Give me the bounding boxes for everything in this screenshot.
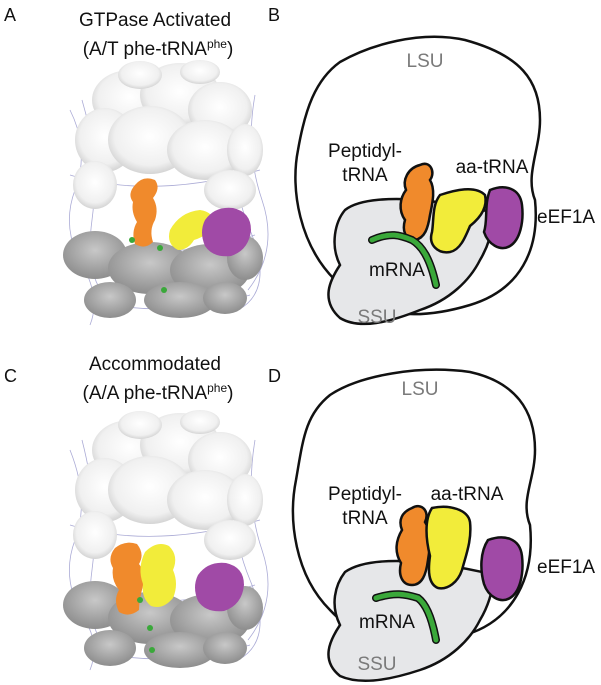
panel-b-eef1a-shape [482,186,524,250]
panel-d-mrna-label: mRNA [359,612,415,633]
panel-a: A GTPase Activated (A/T phe-tRNAphe) [4,5,269,326]
panel-d-aa-trna-shape [425,505,472,590]
panel-c-title-line2: (A/A phe-tRNAphe) [83,381,234,404]
panel-d: D LSU SSU Peptidyl- tRNA aa-tRNA eEF1A m… [268,366,595,682]
panel-b-mrna-strand [369,232,439,288]
panel-c-aa-trna-density [140,544,176,607]
panel-d-lsu-label: LSU [402,379,439,400]
panel-d-ssu-label: SSU [357,654,396,675]
panel-d-eef1a-shape [480,536,524,602]
panel-d-peptidyl-label-line1: Peptidyl- [328,484,402,505]
panel-b-peptidyl-label-line2: tRNA [342,165,388,186]
panel-a-ribosome-structure [63,60,269,326]
panel-b-letter: B [268,5,280,25]
panel-c-ribosome-structure [63,410,269,671]
panel-a-title-line2: (A/T phe-tRNAphe) [83,37,234,60]
panel-b-mrna-label: mRNA [369,260,425,281]
panel-b-peptidyl-label-line1: Peptidyl- [328,141,402,162]
panel-b-eef1a-label: eEF1A [537,207,595,228]
panel-a-title-line1: GTPase Activated [79,10,231,31]
panel-a-eef1a-density [202,207,251,257]
panel-c-letter: C [4,366,17,386]
panel-d-letter: D [268,366,281,386]
panel-c-eef1a-density [195,562,244,612]
panel-b-aa-trna-label: aa-tRNA [456,157,529,178]
panel-d-mrna-strand [373,591,439,643]
panel-c: C Accommodated (A/A phe-tRNAphe) [4,354,269,671]
panel-d-peptidyl-trna-shape [395,505,432,587]
panel-d-aa-trna-label: aa-tRNA [431,484,504,505]
panel-a-peptidyl-trna-density [130,178,158,247]
panel-b-ssu-label: SSU [357,307,396,328]
panel-a-letter: A [4,5,16,25]
panel-b-lsu-label: LSU [407,51,444,72]
panel-c-title-line1: Accommodated [89,354,221,375]
panel-d-eef1a-label: eEF1A [537,557,595,578]
panel-b-aa-trna-shape [429,188,487,254]
panel-b: B LSU SSU Peptidyl- tRNA aa-tRNA eEF1A m… [268,5,595,328]
panel-a-aa-trna-density [169,210,214,250]
panel-d-peptidyl-label-line2: tRNA [342,508,388,529]
panel-c-peptidyl-trna-density [110,542,145,615]
